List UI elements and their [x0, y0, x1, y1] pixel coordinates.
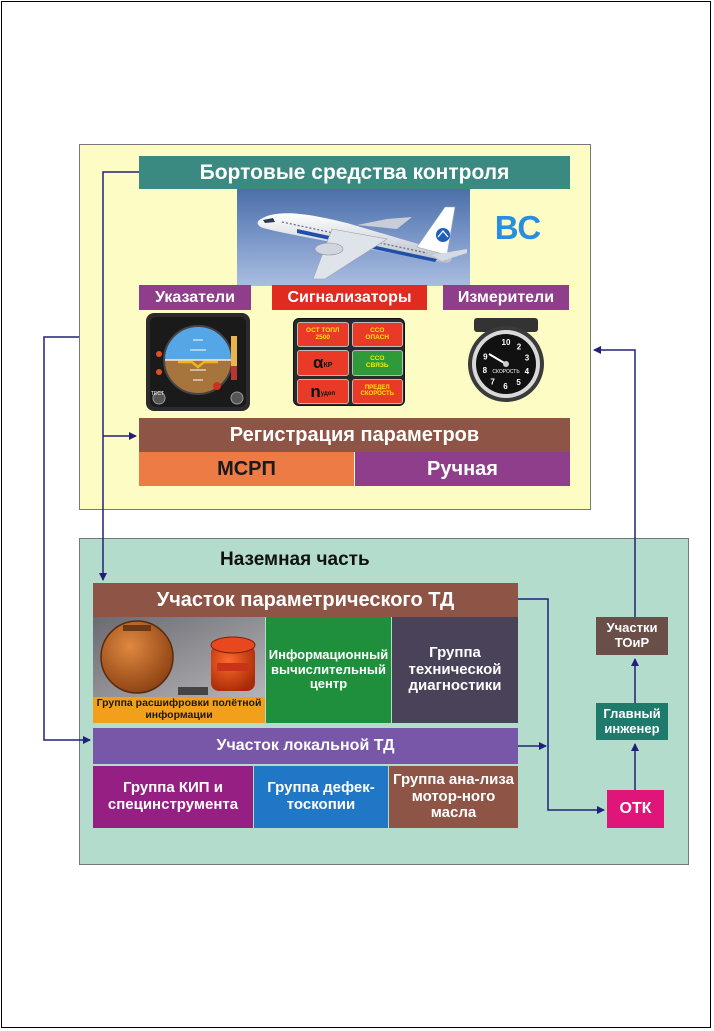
msrp-box: МСРП	[139, 452, 354, 486]
param-td-title: Участок параметрического ТД	[93, 583, 518, 617]
registration-title: Регистрация параметров	[139, 418, 570, 452]
light-speed-limit: ПРЕДЕЛ СКОРОСТЬ	[351, 378, 403, 404]
gauge-number: 4	[525, 367, 530, 376]
gauge-number: 8	[483, 366, 488, 375]
light-line2: ОПАСН	[365, 333, 390, 341]
ground-title: Наземная часть	[220, 549, 370, 570]
onboard-title: Бортовые средства контроля	[139, 156, 570, 189]
light-line1: ПРЕДЕЛ	[364, 385, 390, 392]
gauge-number: 2	[517, 342, 522, 351]
light-big: α	[313, 353, 324, 373]
attitude-indicator: ТЕСТ	[145, 312, 251, 412]
bc-label: ВС	[494, 209, 542, 246]
airplane-image	[237, 189, 470, 286]
test-label: ТЕСТ	[151, 391, 164, 397]
defect-group-box: Группа дефек-тоскопии	[254, 766, 388, 828]
light-sso-danger: ССО ОПАСН	[351, 322, 403, 348]
gauge-number: 9	[483, 353, 488, 362]
gauge-number: 5	[516, 378, 521, 387]
light-line1: ССО	[370, 355, 385, 363]
light-line2: 2500	[315, 333, 330, 341]
toir-box: Участки ТОиР	[596, 617, 668, 655]
airplane-photo	[237, 189, 470, 286]
manual-box: Ручная	[355, 452, 570, 486]
warning-panel: ОСТ ТОПЛ 2500 ССО ОПАСН α КР ССО СВЯЗЬ n…	[293, 318, 405, 406]
gauge-number: 7	[490, 378, 495, 387]
light-n-allowed: n удоп	[297, 378, 349, 404]
gauge-number: 3	[525, 353, 530, 362]
light-sso-link: ССО СВЯЗЬ	[351, 350, 403, 376]
gauge-label: СКОРОСТЬ	[492, 369, 520, 375]
light-big: n	[310, 381, 321, 401]
tech-diag-group-box: Группа технической диагностики	[392, 617, 518, 723]
meters-label: Измерители	[443, 285, 569, 310]
indicators-label: Указатели	[139, 285, 251, 310]
computing-center-box: Информационный вычислительный центр	[266, 617, 391, 723]
light-line1: ССО	[370, 326, 385, 334]
signalers-label: Сигнализаторы	[272, 285, 427, 310]
kip-group-box: Группа КИП и специнструмента	[93, 766, 253, 828]
otk-box: ОТК	[607, 790, 664, 828]
light-line2: СКОРОСТЬ	[360, 391, 394, 398]
light-sub: КР	[323, 362, 333, 370]
oil-group-box: Группа ана-лиза мотор-ного масла	[389, 766, 518, 828]
gauge-number: 6	[503, 382, 508, 391]
gauge-number: 10	[502, 338, 511, 347]
light-line2: СВЯЗЬ	[365, 361, 389, 369]
flight-info-group: Группа расшифровки полётной информации	[93, 697, 265, 723]
light-line1: ОСТ ТОПЛ	[306, 326, 340, 334]
light-fuel-remaining: ОСТ ТОПЛ 2500	[297, 322, 349, 348]
flight-recorders-photo	[93, 617, 265, 697]
chief-engineer-box: Главный инженер	[596, 703, 668, 740]
local-td-title: Участок локальной ТД	[93, 728, 518, 764]
light-alpha-critical: α КР	[297, 350, 349, 376]
light-sub: удоп	[320, 391, 336, 398]
